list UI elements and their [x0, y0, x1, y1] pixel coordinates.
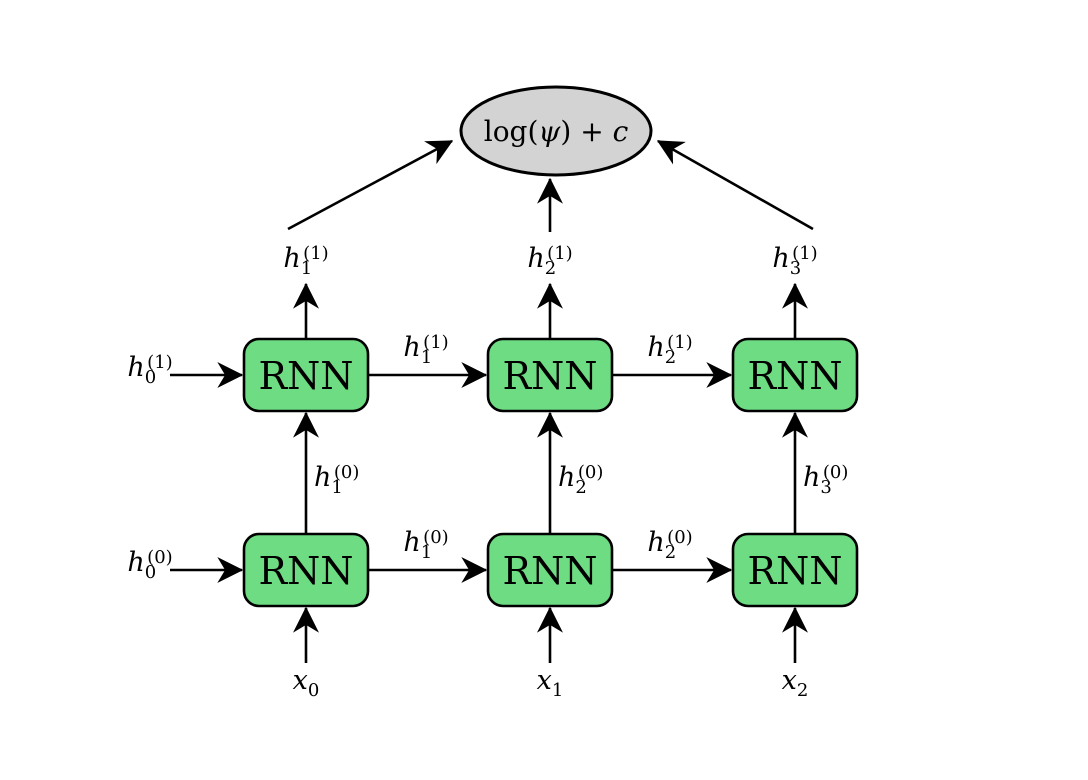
rnn-node-layer1-t3 [731, 337, 859, 413]
label-h2-sup1-output: h2(1) [527, 243, 572, 279]
rnn-nodes: RNN RNN RNN RNN RNN RNN [242, 337, 859, 608]
output-ellipse [459, 85, 653, 177]
edge-h3-to-output [656, 139, 814, 231]
rnn-node-layer0-t1 [242, 532, 370, 608]
label-h2-sup0-vertical: h2(0) [558, 462, 603, 498]
rnn-node-layer0-t2 [486, 532, 614, 608]
math-labels: h1(1) h2(1) h3(1) h0(1) h0(0) h1(1) h2(1… [127, 243, 848, 701]
label-h1-sup1-recurrent: h1(1) [403, 332, 448, 368]
label-h2-sup1-recurrent: h2(1) [647, 332, 692, 368]
rnn-node-layer0-t3-label: RNN [747, 549, 842, 593]
label-x2: x2 [782, 665, 809, 701]
label-x1: x1 [537, 665, 564, 701]
label-h3-sup0-vertical: h3(0) [803, 462, 848, 498]
label-h1-sup1-output: h1(1) [283, 243, 328, 279]
label-h2-sup0-recurrent: h2(0) [647, 527, 692, 563]
label-h0-sup0: h0(0) [127, 547, 172, 583]
output-node: log(ψ) + c [459, 85, 653, 177]
edges [170, 139, 814, 663]
output-label: log(ψ) + c [484, 115, 629, 148]
rnn-node-layer0-t1-label: RNN [258, 549, 353, 593]
rnn-node-layer0-t2-label: RNN [502, 549, 597, 593]
rnn-node-layer1-t1 [242, 337, 370, 413]
label-h0-sup1: h0(1) [127, 352, 172, 388]
rnn-node-layer1-t2 [486, 337, 614, 413]
label-h1-sup0-recurrent: h1(0) [403, 527, 448, 563]
rnn-node-layer1-t3-label: RNN [747, 354, 842, 398]
rnn-node-layer0-t3 [731, 532, 859, 608]
label-h1-sup0-vertical: h1(0) [314, 462, 359, 498]
label-x0: x0 [293, 665, 320, 701]
rnn-node-layer1-t2-label: RNN [502, 354, 597, 398]
edge-h1-to-output [287, 139, 454, 231]
label-h3-sup1-output: h3(1) [772, 243, 817, 279]
rnn-node-layer1-t1-label: RNN [258, 354, 353, 398]
